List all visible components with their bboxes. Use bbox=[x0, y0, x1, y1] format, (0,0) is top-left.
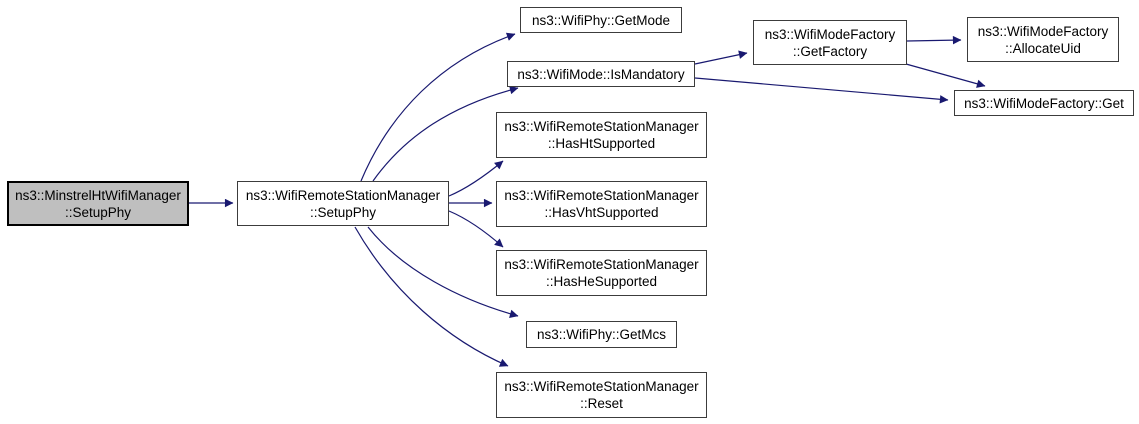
node-hasht[interactable]: ns3::WifiRemoteStationManager ::HasHtSup… bbox=[496, 112, 707, 158]
node-label-line: ::HasHtSupported bbox=[547, 136, 656, 151]
edge-wrsm-setupphy-to-hasht bbox=[448, 160, 504, 197]
node-label-line: ns3::WifiPhy::GetMcs bbox=[536, 327, 667, 342]
node-label-line: ns3::WifiModeFactory bbox=[977, 23, 1109, 39]
node-label-line: ::HasHeSupported bbox=[545, 274, 658, 289]
node-reset[interactable]: ns3::WifiRemoteStationManager ::Reset bbox=[496, 372, 707, 418]
node-allocateuid[interactable]: ns3::WifiModeFactory ::AllocateUid bbox=[967, 17, 1119, 62]
node-label-line: ::HasVhtSupported bbox=[544, 205, 659, 220]
node-label-line: ns3::WifiRemoteStationManager bbox=[245, 187, 441, 203]
edge-wrsm-setupphy-to-getmcs bbox=[367, 226, 519, 318]
node-label-line: ::Reset bbox=[580, 396, 623, 411]
edge-wrsm-setupphy-to-reset bbox=[354, 226, 509, 367]
node-label-line: ns3::WifiModeFactory bbox=[764, 26, 896, 42]
node-label-line: ns3::WifiModeFactory::Get bbox=[964, 95, 1124, 111]
node-getmode[interactable]: ns3::WifiPhy::GetMode bbox=[520, 7, 682, 33]
node-getfactory[interactable]: ns3::WifiModeFactory ::GetFactory bbox=[753, 20, 907, 65]
node-hasvht[interactable]: ns3::WifiRemoteStationManager ::HasVhtSu… bbox=[496, 181, 707, 227]
edge-ismandatory-to-get bbox=[694, 77, 949, 104]
node-label-line: ns3::WifiRemoteStationManager bbox=[504, 257, 699, 272]
node-label-line: ::SetupPhy bbox=[309, 204, 377, 220]
edge-wrsm-setupphy-to-hashe bbox=[448, 210, 504, 248]
node-get[interactable]: ns3::WifiModeFactory::Get bbox=[954, 90, 1134, 116]
node-wrsm-setupphy[interactable]: ns3::WifiRemoteStationManager ::SetupPhy bbox=[237, 181, 449, 226]
node-label-line: ns3::WifiRemoteStationManager bbox=[504, 119, 699, 134]
node-ismandatory[interactable]: ns3::WifiMode::IsMandatory bbox=[507, 61, 695, 87]
node-hashe[interactable]: ns3::WifiRemoteStationManager ::HasHeSup… bbox=[496, 250, 707, 296]
node-label-line: ns3::WifiRemoteStationManager bbox=[504, 379, 699, 394]
edge-ismandatory-to-getfactory bbox=[694, 50, 748, 65]
node-label-line: ::AllocateUid bbox=[1005, 40, 1081, 56]
node-label-line: ns3::WifiRemoteStationManager bbox=[504, 188, 699, 203]
edge-wrsm-setupphy-to-getmode bbox=[360, 32, 516, 182]
edge-getfactory-to-allocateuid bbox=[906, 35, 962, 45]
node-getmcs[interactable]: ns3::WifiPhy::GetMcs bbox=[526, 321, 677, 348]
node-label-line: ns3::WifiMode::IsMandatory bbox=[517, 66, 685, 82]
node-label-line: ::SetupPhy bbox=[64, 204, 132, 220]
edge-wrsm-setupphy-to-ismandatory bbox=[372, 85, 519, 182]
edge-getfactory-to-get bbox=[905, 63, 986, 88]
node-minstrel-setupphy: ns3::MinstrelHtWifiManager ::SetupPhy bbox=[7, 181, 189, 226]
node-label-line: ns3::WifiPhy::GetMode bbox=[531, 12, 671, 28]
node-label-line: ns3::MinstrelHtWifiManager bbox=[15, 187, 181, 203]
node-label-line: ::GetFactory bbox=[792, 43, 868, 59]
